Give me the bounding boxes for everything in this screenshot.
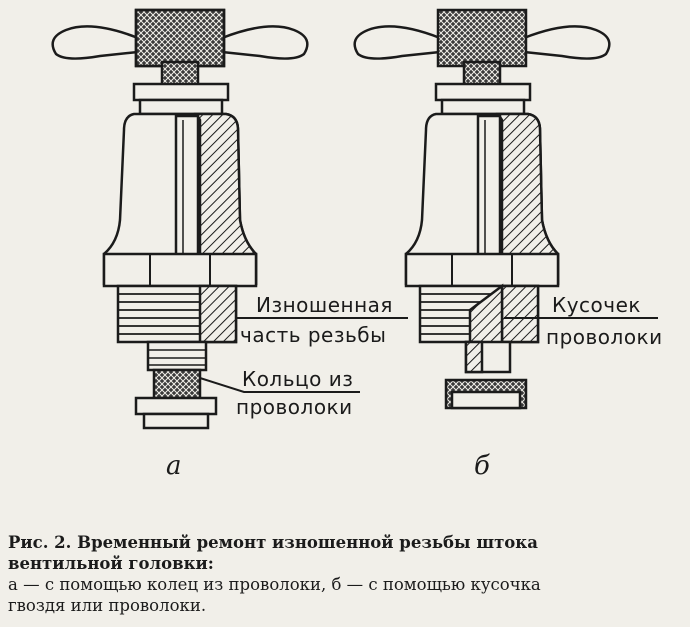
label-sub-a: а xyxy=(166,451,182,481)
handle-nut-a xyxy=(134,8,226,68)
valve-seat-a xyxy=(134,396,218,416)
wire-rings-a xyxy=(152,368,202,400)
label-ring-line2: проволоки xyxy=(236,395,353,419)
caption-title-line2: вентильной головки: xyxy=(8,554,214,573)
valve-head-a xyxy=(51,8,309,430)
hex-b xyxy=(404,252,560,288)
valve-head-b xyxy=(353,8,611,410)
packing-nut-b xyxy=(434,82,532,102)
caption-desc-line1: а — с помощью колец из проволоки, б — с … xyxy=(8,575,541,594)
label-worn-line2: часть резьбы xyxy=(240,323,386,347)
label-piece-line1: Кусочек xyxy=(552,293,641,317)
figure-caption: Рис. 2. Временный ремонт изношенной резь… xyxy=(8,532,684,616)
label-piece-line2: проволоки xyxy=(546,325,663,349)
packing-nut-a xyxy=(132,82,230,102)
handle-right-a xyxy=(220,25,309,60)
handle-left-b xyxy=(353,25,442,60)
caption-desc-line2: гвоздя или проволоки. xyxy=(8,596,207,615)
caption-title-line1: Рис. 2. Временный ремонт изношенной резь… xyxy=(8,533,538,552)
handle-right-b xyxy=(522,25,611,60)
handle-nut-b xyxy=(436,8,528,68)
label-worn-line1: Изношенная xyxy=(256,293,393,317)
label-sub-b: б xyxy=(474,451,490,481)
label-ring-line1: Кольцо из xyxy=(242,367,353,391)
valve-repair-figure: Изношенная часть резьбы Кольцо из провол… xyxy=(51,8,663,481)
handle-left-a xyxy=(51,25,140,60)
lower-stem-a xyxy=(146,340,208,372)
hex-a xyxy=(102,252,258,288)
